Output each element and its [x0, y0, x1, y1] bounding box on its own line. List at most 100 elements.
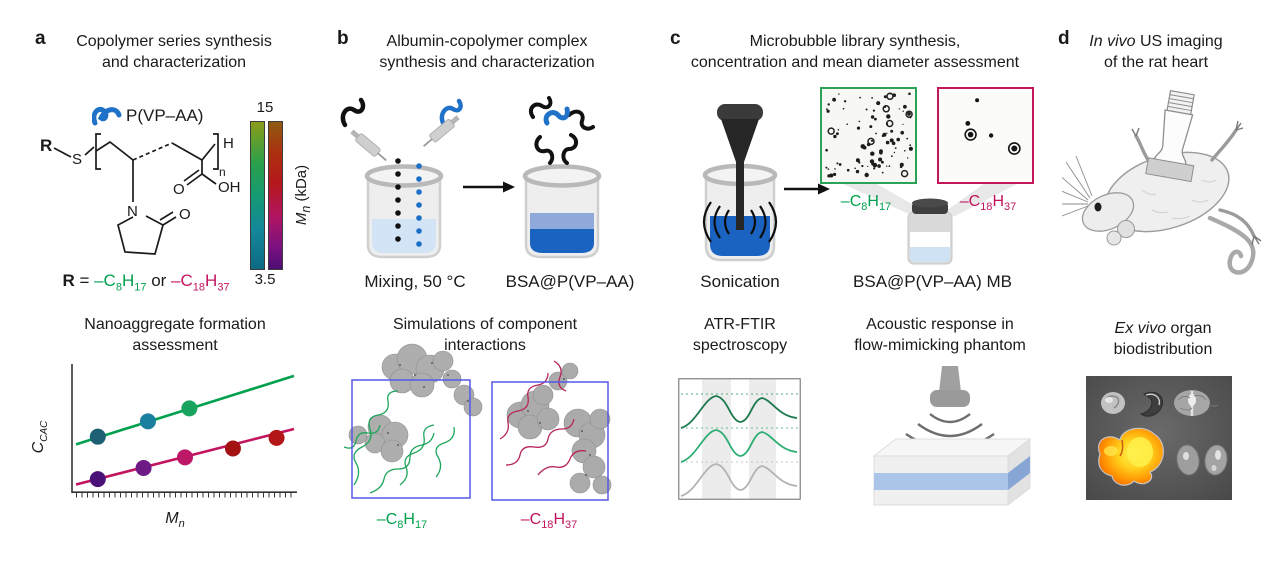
chemical-structure: R S H n N O O OH [40, 133, 241, 255]
equals: = [74, 271, 95, 290]
organ-spleen [1139, 391, 1164, 417]
cac-plot-title: Nanoaggregate formation assessment [55, 314, 295, 356]
sonicator-horn-icon [717, 104, 763, 230]
repeat-n: n [219, 165, 226, 179]
ftir-curves [680, 395, 798, 497]
phantom-setup [872, 366, 1032, 507]
structure-bonds [53, 133, 219, 255]
panel-d-letter: d [1058, 28, 1070, 49]
rat-whiskers [1062, 155, 1093, 217]
formula-c8h17: –C8H17 [94, 271, 147, 294]
panel-d-title: In vivo US imaging of the rat heart [1056, 31, 1256, 73]
colorbar-red [268, 121, 283, 270]
colorbar-max: 15 [256, 99, 274, 116]
cac-plot-title-line1: Nanoaggregate formation [84, 316, 266, 333]
micrograph-dilute-c18 [937, 87, 1034, 184]
ftir-title: ATR-FTIR spectroscopy [665, 314, 815, 356]
panel-a-title: Copolymer series synthesis and character… [50, 31, 298, 73]
cac-xlabel: Mn [165, 510, 185, 531]
rat-head [1081, 192, 1135, 232]
mb-label-c18h37: –C18H37 [959, 193, 1017, 214]
product-caption: BSA@P(VP–AA) [505, 272, 635, 291]
atom-S: S [72, 151, 82, 168]
vial-liquid [910, 247, 950, 262]
transducer-on-chest [1145, 90, 1195, 183]
beaker-left [364, 164, 444, 259]
bsa-squiggle-icon [340, 97, 366, 128]
acoustic-title-line1: Acoustic response in [866, 316, 1014, 333]
microbubbles-dilute [964, 98, 1021, 155]
arrow-right-icon [463, 181, 515, 193]
beaker-right [522, 164, 602, 259]
mb-caption: BSA@P(VP–AA) MB [853, 272, 1012, 291]
cac-ylabel: CCAC [30, 420, 51, 454]
panel-d-title-line2: of the rat heart [1103, 54, 1209, 71]
acoustic-title: Acoustic response in flow-mimicking phan… [840, 314, 1040, 356]
liquid-medium-blue [530, 213, 594, 229]
arrow-right-icon [784, 183, 830, 195]
rat-toes [1131, 120, 1262, 246]
ftir-spectra [678, 378, 801, 500]
panel-b-title: Albumin-copolymer complex synthesis and … [362, 31, 612, 73]
panel-a-title-line1: Copolymer series synthesis [76, 33, 272, 50]
sonication-caption: Sonication [700, 272, 780, 291]
organ-kidneys [1176, 444, 1228, 476]
rat-ear [1117, 220, 1135, 238]
sim-label-c8h17: –C8H17 [376, 511, 428, 532]
structure-atoms: R S H n N O O OH [40, 135, 241, 223]
formula-c18h37: –C18H37 [171, 271, 230, 294]
colorbar-axis-label: Mn (kDa) [293, 130, 313, 260]
polymer-chains-crimson [499, 360, 587, 476]
panel-b-letter: b [337, 28, 349, 49]
atom-H: H [223, 135, 234, 152]
panel-c-title-line1: Microbubble library synthesis, [749, 33, 961, 50]
rat-legs [1134, 128, 1256, 238]
exvivo-title-line1: Ex vivo organ [1114, 320, 1212, 337]
organ-heart [1101, 392, 1125, 414]
colorbar-green [250, 121, 265, 270]
atom-R: R [40, 136, 52, 155]
sim-title-line2: interactions [444, 337, 526, 354]
r-symbol: R [62, 271, 75, 290]
polymer-name: P(VP–AA) [126, 106, 204, 125]
rat-tail [1207, 215, 1256, 275]
transducer-contact-band [1145, 157, 1195, 183]
polymer-squiggle-icon [92, 106, 122, 126]
liquid-light-blue [372, 219, 436, 253]
protein-texture-right [527, 378, 591, 476]
mixing-caption: Mixing, 50 °C [364, 272, 466, 291]
mn-label-unit: (kDa) [293, 164, 310, 206]
ftir-title-line1: ATR-FTIR [704, 316, 776, 333]
simulation-snapshots [343, 343, 612, 501]
rat-fur [1141, 179, 1217, 220]
atom-N: N [127, 203, 138, 220]
organ-brain [1174, 390, 1219, 416]
droplets-black [395, 158, 401, 242]
atom-O-ring: O [179, 206, 191, 223]
projection-beams [841, 183, 1019, 216]
panel-b-title-line2: synthesis and characterization [379, 54, 595, 71]
mb-label-c8h17: –C8H17 [840, 193, 892, 214]
cac-plot [71, 364, 297, 498]
sim-box-left [351, 379, 471, 499]
vial-icon [907, 198, 953, 265]
exvivo-title-line2: biodistribution [1113, 341, 1213, 358]
polymer-chains-green [343, 390, 455, 494]
droplets-blue [416, 163, 422, 247]
acoustic-title-line2: flow-mimicking phantom [854, 337, 1026, 354]
syringe-icon-right [423, 115, 460, 147]
rat-sketch [1062, 90, 1262, 275]
sonication-setup [702, 104, 778, 262]
atom-OH: OH [218, 179, 241, 196]
syringe-icon-left [350, 129, 387, 162]
protein-blobs-right [506, 362, 612, 495]
panel-d-title-line1: In vivo US imaging [1089, 33, 1223, 50]
cac-series-layer [75, 374, 295, 488]
copolymer-squiggle-icon [439, 98, 463, 126]
rat-paw [1106, 230, 1122, 246]
colorbar-min: 3.5 [254, 271, 276, 288]
cac-plot-title-line2: assessment [132, 337, 218, 354]
mixing-scheme [340, 96, 602, 259]
atom-O-acid: O [173, 181, 185, 198]
